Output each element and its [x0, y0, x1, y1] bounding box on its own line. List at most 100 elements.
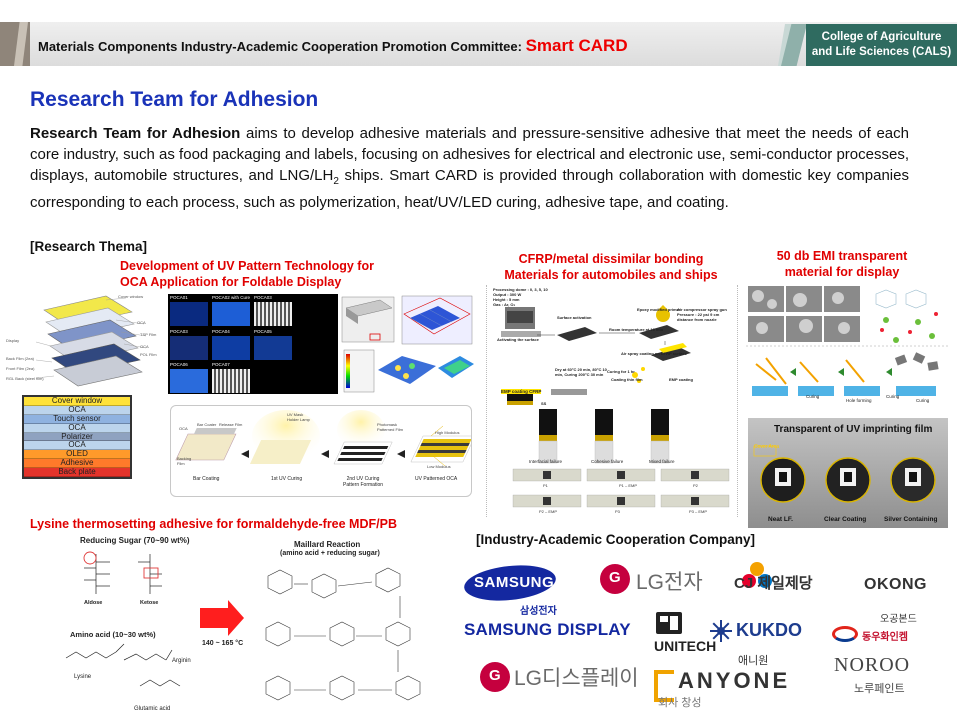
cfrp-caption: CFRP/metal dissimilar bonding Materials …	[486, 251, 736, 283]
stack-layer: OCA	[24, 423, 130, 433]
arginin-label: Arginin	[172, 658, 191, 664]
exploded-panel-svg	[35, 295, 147, 387]
cj-logo-mark	[742, 562, 776, 596]
logo-anyone-kr: 애니원	[738, 655, 769, 667]
poca-cell-label: POCA04	[212, 329, 230, 334]
cfrp-sample-label: P1 – EMP	[619, 483, 638, 488]
uv-process-strip: OCA Bar Coater Release Film Backing Film…	[170, 405, 472, 497]
logo-samsung-kr: 삼성전자	[520, 606, 557, 617]
cfrp-step: Air compressor spray gun Pressure : 22 p…	[677, 307, 727, 322]
logo-lg: LG전자	[636, 571, 703, 594]
poca-cell	[170, 302, 208, 326]
explode-label-oca: OCA	[137, 320, 146, 325]
cfrp-step: Coating thin film	[611, 377, 643, 382]
emi-label-silver: Silver Containing	[884, 516, 938, 523]
note-photomask: Photomask Patterned Film	[377, 422, 404, 432]
cfrp-step: Air spray coating on CFRP surface	[621, 351, 687, 356]
explode-label-pol: POL Film	[140, 352, 157, 357]
stack-layer: Adhesive	[24, 458, 130, 469]
temperature-label: 140 ~ 165 °C	[202, 640, 244, 647]
logo-lg-display: LG디스플레이	[514, 667, 639, 690]
process-arrows	[241, 450, 405, 458]
college-line-1: College of Agriculture	[821, 31, 942, 43]
stack-layer: Back plate	[24, 467, 130, 477]
panel-back-film	[53, 355, 143, 387]
poca-cell	[254, 302, 292, 326]
glutamic-label: Glutamic acid	[134, 706, 171, 712]
lg-logo-mark: G	[600, 564, 630, 594]
explode-label-steel: RGL Back (steel film)	[6, 376, 44, 381]
stack-layer: OCA	[24, 441, 130, 451]
college-line-2: and Life Sciences (CALS)	[811, 46, 952, 58]
stack-layer: Polarizer	[24, 432, 130, 442]
failure-mixed: Mixed failure	[649, 459, 675, 464]
poca-cell-label: POCA02 with Cure	[212, 295, 251, 300]
lysine-label: Lysine	[74, 674, 92, 680]
committee-name: Materials Components Industry-Academic C…	[38, 39, 522, 54]
poca-cell-label: POCA07	[212, 362, 230, 367]
step-first-uv: 1st UV Curing	[271, 476, 303, 482]
uv-process-svg	[175, 410, 471, 467]
lysine-caption: Lysine thermosetting adhesive for formal…	[30, 517, 397, 531]
failure-cohesive: Cohesive failure	[591, 459, 624, 464]
cfrp-sample-label: P3	[615, 509, 620, 514]
note-uv-lamp: UV Mask Holder Lamp	[287, 412, 310, 422]
emi-flow-hole: Hole forming	[846, 398, 872, 403]
intro-subscript: 2	[333, 176, 339, 187]
logo-kukdo: KUKDO	[736, 620, 802, 640]
company-logos: SAMSUNG 삼성전자 G LG전자 CJ 제일제당 OKONG 오공본드 S…	[460, 554, 957, 721]
step-uv-patterned: UV Patterned OCA	[415, 476, 458, 482]
logo-anyone-sub: 회사 창성	[658, 697, 702, 709]
cfrp-sample-label: P1	[543, 483, 548, 488]
logo-cj: CJ 제일제당	[734, 575, 813, 592]
explode-label-oca2: OCA	[140, 344, 149, 349]
poca-cell	[212, 369, 250, 393]
note-oca: OCA	[179, 426, 188, 431]
cfrp-step: Epoxy modified primer	[637, 307, 681, 312]
emi-label-clear: Clear Coating	[824, 516, 867, 523]
cfrp-param: Processing dome : 0, 3, 5, 10	[493, 287, 548, 292]
uv-caption-line-2: OCA Application for Foldable Display	[120, 275, 342, 289]
emi-caption-line-1: 50 db EMI transparent	[776, 249, 908, 263]
page-title: Research Team for Adhesion	[30, 88, 319, 111]
emi-process-svg	[746, 286, 948, 396]
intro-lead: Research Team for Adhesion	[30, 125, 241, 142]
intro-body-2: ships. Smart CARD is provided through co…	[30, 167, 909, 211]
maillard-title: Maillard Reaction	[294, 540, 361, 549]
poca-cell-label: POCA05	[254, 329, 272, 334]
note-bar-coater: Bar Coater	[197, 422, 217, 427]
maillard-figure: Reducing Sugar (70~90 wt%)	[40, 536, 470, 718]
emi-flow-curing-1: Curing	[806, 394, 820, 399]
industry-label: [Industry-Academic Cooperation Company]	[476, 532, 756, 547]
cfrp-step: SS	[541, 401, 547, 406]
stack-layer: Cover window	[24, 396, 130, 406]
maillard-svg	[65, 551, 421, 701]
anyone-logo-mark	[654, 670, 674, 702]
cfrp-step: EMP coating	[669, 377, 693, 382]
logo-okong-kr: 오공본드	[880, 614, 917, 625]
cfrp-step: Surface activation	[557, 315, 592, 320]
poca-cell-label: POCA03	[170, 329, 188, 334]
emi-film-samples	[753, 445, 936, 503]
emi-photo-title: Transparent of UV imprinting film	[774, 424, 933, 435]
note-high-modulus: High Modulus	[435, 430, 460, 435]
uv-caption-line-1: Development of UV Pattern Technology for	[120, 259, 374, 273]
emi-flow-curing-3: Curing	[916, 398, 930, 403]
cfrp-param: Output : 300 W	[493, 292, 522, 297]
maillard-subtitle: (amino acid + reducing sugar)	[280, 550, 380, 557]
logo-anyone: ANYONE	[678, 668, 791, 693]
note-backing-film: Backing Film	[177, 456, 192, 466]
kukdo-logo-mark	[710, 620, 732, 642]
logo-noroo-kr: 노루페인트	[854, 683, 905, 695]
cfrp-step: EMP coating CFRP	[501, 389, 542, 394]
failure-interfacial: Interfacial failure	[529, 459, 563, 464]
exploded-panel-figure: Cover window OCA TSP Film OCA POL Film B…	[6, 290, 166, 398]
poca-cell	[254, 336, 292, 360]
explode-label-back-film: Back Film (2ea)	[6, 356, 35, 361]
poca-cell-label: POCA03	[254, 295, 272, 300]
poca-cell	[212, 336, 250, 360]
logo-samsung: SAMSUNG	[474, 574, 555, 591]
